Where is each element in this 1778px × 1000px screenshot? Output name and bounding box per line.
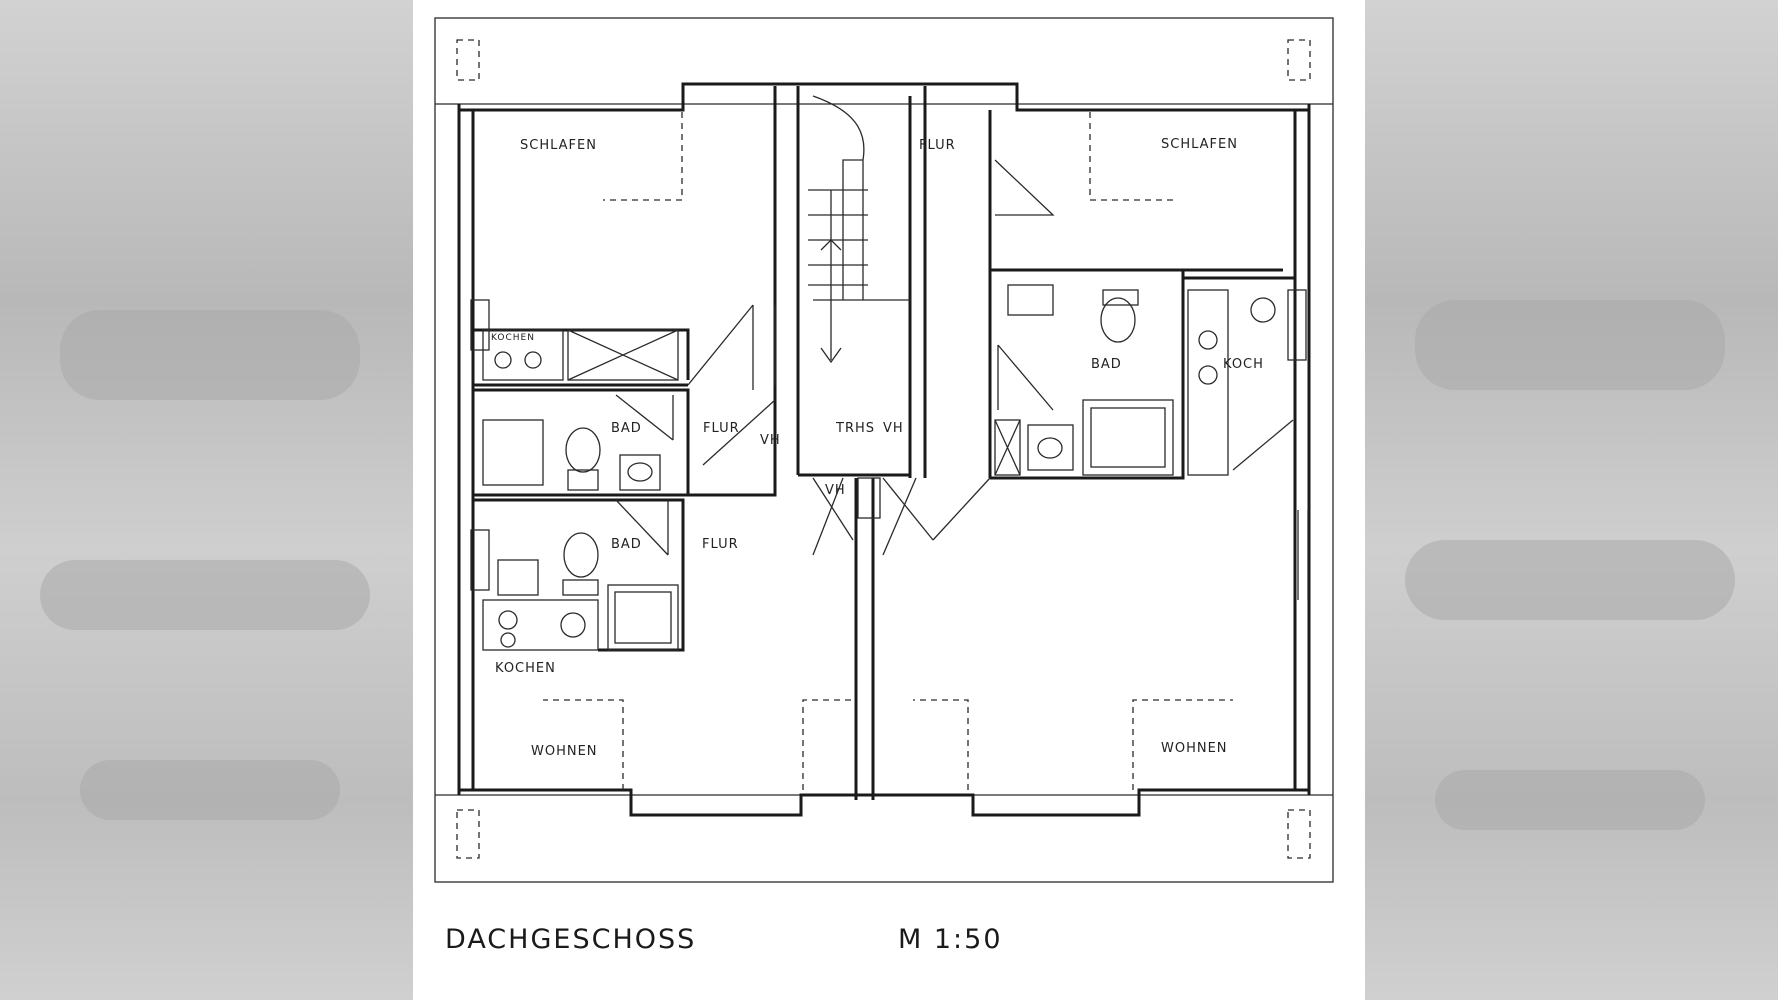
floor-plan-sheet: SCHLAFEN SCHLAFEN FLUR KOCHEN BAD FLUR T… xyxy=(413,0,1365,1000)
scale-caption: M 1:50 xyxy=(898,924,1003,955)
room-label-right-wohnen: WOHNEN xyxy=(1161,741,1228,756)
room-label-treppenhaus: TRHS xyxy=(835,421,875,436)
mark-vh-1: VH xyxy=(760,433,781,448)
roof-outline xyxy=(434,17,1334,883)
floor-caption: DACHGESCHOSS xyxy=(445,924,697,955)
room-label-left-kochen-lower: KOCHEN xyxy=(495,661,556,676)
room-label-left-schlafen: SCHLAFEN xyxy=(520,138,597,153)
blurred-background-right xyxy=(1365,0,1778,1000)
room-label-left-bad-lower: BAD xyxy=(611,537,642,552)
room-label-left-kochen-upper: KOCHEN xyxy=(491,333,535,343)
room-label-left-flur-mid: FLUR xyxy=(703,421,740,436)
blurred-background-left xyxy=(0,0,413,1000)
room-label-right-koch: KOCH xyxy=(1223,357,1264,372)
room-label-left-bad-upper: BAD xyxy=(611,421,642,436)
room-label-left-wohnen: WOHNEN xyxy=(531,744,598,759)
stair-block xyxy=(773,86,927,478)
mark-vh-2: VH xyxy=(883,421,904,436)
exterior-wall xyxy=(457,82,1311,817)
room-label-right-schlafen: SCHLAFEN xyxy=(1161,137,1238,152)
mark-vh-3: VH xyxy=(825,483,846,498)
room-label-upper-flur: FLUR xyxy=(919,138,956,153)
room-label-left-flur-lower: FLUR xyxy=(702,537,739,552)
room-label-right-bad: BAD xyxy=(1091,357,1122,372)
floor-plan-drawing: SCHLAFEN SCHLAFEN FLUR KOCHEN BAD FLUR T… xyxy=(434,17,1334,883)
